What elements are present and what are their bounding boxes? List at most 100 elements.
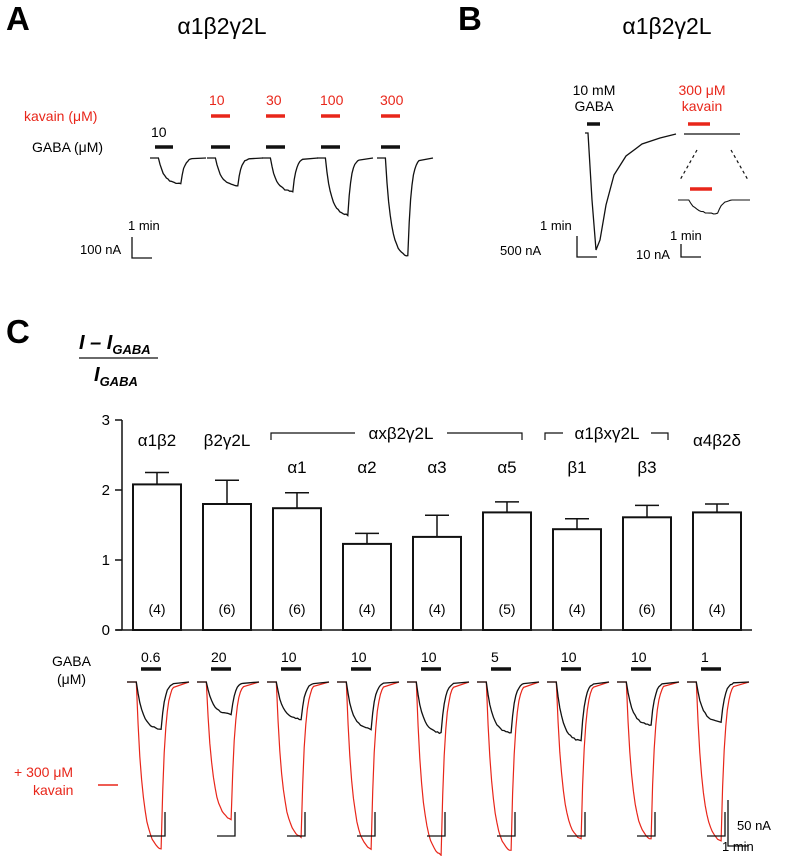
bar bbox=[482, 511, 532, 632]
bar bbox=[132, 483, 182, 631]
current-trace-gaba bbox=[617, 681, 680, 726]
n-label: (4) bbox=[358, 601, 375, 617]
current-trace-kavain bbox=[477, 681, 540, 851]
panel-b-scale-bar bbox=[576, 236, 597, 258]
panel-a-gaba-value: 10 bbox=[151, 124, 167, 140]
n-label: (6) bbox=[218, 601, 235, 617]
category-label: α1 bbox=[287, 458, 306, 477]
current-trace-kavain bbox=[617, 681, 680, 840]
panel-c-kavain-label-2: kavain bbox=[33, 782, 73, 798]
panel-a-title: α1β2γ2L bbox=[177, 13, 266, 39]
trace-scale-bar bbox=[427, 812, 446, 837]
ylabel-denominator: IGABA bbox=[94, 364, 138, 389]
panel-a-kavain-conc-1: 10 bbox=[209, 92, 225, 108]
bracket-label-bg-1 bbox=[355, 424, 447, 440]
gaba-conc-label: 5 bbox=[491, 649, 499, 665]
current-trace-kavain bbox=[407, 681, 470, 856]
panel-a-kavain-conc-3: 100 bbox=[320, 92, 344, 108]
n-label: (5) bbox=[498, 601, 515, 617]
panel-b-gaba-label-1: 10 mM bbox=[573, 82, 616, 98]
panel-b-scale-current: 500 nA bbox=[500, 243, 542, 258]
current-trace bbox=[377, 157, 434, 257]
panel-b-title: α1β2γ2L bbox=[622, 13, 711, 39]
current-trace-gaba bbox=[477, 681, 540, 734]
bar bbox=[202, 503, 252, 631]
current-trace bbox=[150, 157, 207, 185]
current-trace-kavain bbox=[267, 681, 330, 839]
bar bbox=[552, 528, 602, 632]
panel-a-kavain-conc-2: 30 bbox=[266, 92, 282, 108]
trace-scale-bar bbox=[357, 812, 376, 837]
trace-scale-bar bbox=[567, 812, 586, 837]
y-tick-label: 3 bbox=[102, 412, 110, 429]
current-trace-gaba bbox=[585, 132, 677, 251]
panel-a-traces bbox=[150, 114, 434, 257]
panel-b-kavain-label-2: kavain bbox=[682, 98, 722, 114]
inset-current-trace bbox=[678, 199, 750, 215]
current-trace-kavain bbox=[127, 681, 190, 850]
panel-a-scale-current: 100 nA bbox=[80, 242, 122, 257]
bar bbox=[342, 542, 392, 632]
panel-c-letter: C bbox=[6, 313, 30, 350]
n-label: (6) bbox=[288, 601, 305, 617]
gaba-conc-label: 20 bbox=[211, 649, 227, 665]
category-label: α5 bbox=[497, 458, 516, 477]
trace-scale-bar bbox=[217, 812, 236, 837]
gaba-conc-label: 10 bbox=[281, 649, 297, 665]
panel-c-kavain-label-1: + 300 μM bbox=[14, 764, 73, 780]
trace-scale-bar bbox=[637, 812, 656, 837]
bracket-label-beta: α1βxγ2L bbox=[575, 424, 640, 443]
panel-c: C I – IGABA IGABA αxβ2γ2L α1βxγ2L 0123α1… bbox=[6, 313, 771, 856]
panel-a-scale-time: 1 min bbox=[128, 218, 160, 233]
current-trace bbox=[207, 157, 264, 187]
category-label: β2γ2L bbox=[204, 431, 251, 450]
category-label: β3 bbox=[637, 458, 656, 477]
current-trace-gaba bbox=[267, 681, 330, 721]
panel-a-scale-bar bbox=[131, 237, 152, 259]
current-trace-kavain bbox=[197, 681, 260, 821]
panel-c-scale-time: 1 min bbox=[722, 839, 754, 854]
panel-b-traces bbox=[585, 122, 750, 251]
current-trace-gaba bbox=[547, 681, 610, 742]
panel-a-kavain-label: kavain (μM) bbox=[24, 108, 97, 124]
n-label: (4) bbox=[708, 601, 725, 617]
bracket-label-alpha: αxβ2γ2L bbox=[369, 424, 434, 443]
panel-b-inset-scale-time: 1 min bbox=[670, 228, 702, 243]
panel-a-kavain-conc-4: 300 bbox=[380, 92, 404, 108]
panel-c-scale-bar bbox=[727, 800, 748, 847]
trace-scale-bar bbox=[287, 812, 306, 837]
current-trace-gaba bbox=[337, 681, 400, 731]
panel-b-gaba-label-2: GABA bbox=[575, 98, 615, 114]
trace-scale-bar bbox=[497, 812, 516, 837]
current-trace bbox=[262, 157, 319, 193]
n-label: (4) bbox=[568, 601, 585, 617]
bar bbox=[622, 516, 672, 631]
gaba-conc-label: 1 bbox=[701, 649, 709, 665]
category-label: β1 bbox=[567, 458, 586, 477]
trace-scale-bar bbox=[147, 812, 166, 837]
gaba-conc-label: 10 bbox=[421, 649, 437, 665]
panel-a-letter: A bbox=[6, 0, 30, 37]
n-label: (4) bbox=[148, 601, 165, 617]
panel-b-letter: B bbox=[458, 0, 482, 37]
current-trace-gaba bbox=[687, 681, 750, 724]
bar bbox=[412, 535, 462, 632]
panel-a: A α1β2γ2L kavain (μM) GABA (μM) 10 10 30… bbox=[6, 0, 434, 259]
bracket-label-bg-2 bbox=[563, 424, 651, 440]
panel-c-gaba-label-1: GABA bbox=[52, 653, 92, 669]
bar bbox=[272, 507, 322, 632]
y-tick-label: 1 bbox=[102, 552, 110, 569]
current-trace-kavain bbox=[687, 681, 750, 842]
zoom-line bbox=[679, 149, 698, 181]
gaba-conc-label: 10 bbox=[631, 649, 647, 665]
zoom-line bbox=[730, 149, 749, 181]
current-trace-kavain bbox=[337, 681, 400, 851]
trace-scale-bar bbox=[707, 812, 726, 837]
y-tick-label: 0 bbox=[102, 622, 110, 639]
panel-b-inset-scale-bar bbox=[680, 244, 701, 258]
n-label: (4) bbox=[428, 601, 445, 617]
current-trace-gaba bbox=[197, 681, 260, 716]
bar bbox=[692, 511, 742, 632]
